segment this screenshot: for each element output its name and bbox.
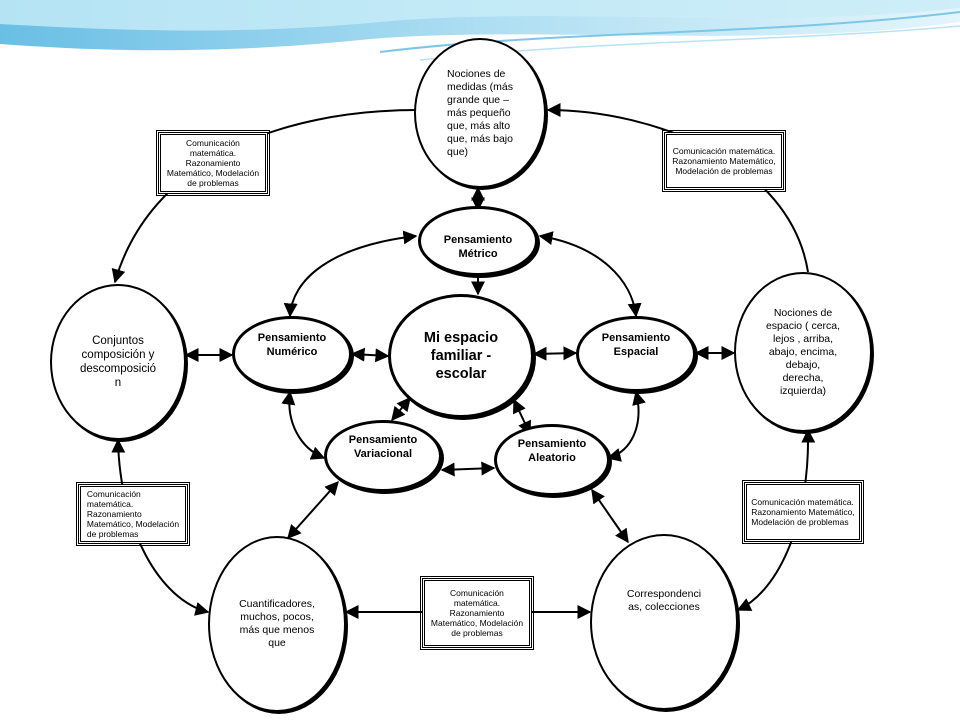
competencies-box-bottom: Comunicación matemática. Razonamiento Ma… <box>420 576 534 650</box>
curve-metrico-espacial <box>538 231 642 318</box>
node-conjuntos-label: Conjuntos composición y descomposició n <box>79 335 157 389</box>
arc-conjuntos-cuantificadores <box>111 438 210 616</box>
competencies-box-top-right: Comunicación matemática. Razonamiento Ma… <box>662 130 786 192</box>
node-pensamiento-aleatorio: Pensamiento Aleatorio <box>494 424 610 496</box>
node-pensamiento-metrico: Pensamiento Métrico <box>418 206 538 276</box>
node-mi-espacio: Mi espacio familiar - escolar <box>388 294 534 418</box>
sky-header-decoration <box>0 0 960 61</box>
node-cuantificadores: Cuantificadores, muchos, pocos, más que … <box>208 536 346 712</box>
competencies-box-right: Comunicación matemática. Razonamiento Ma… <box>742 480 864 544</box>
node-correspondencias-label: Correspondenci as, colecciones <box>626 588 702 613</box>
link-center-variacional <box>391 396 411 422</box>
node-pensamiento-numerico: Pensamiento Numérico <box>232 316 352 392</box>
node-conjuntos: Conjuntos composición y descomposició n <box>50 284 186 440</box>
link-center-espacial <box>532 346 578 361</box>
competencies-box-top-right-text: Comunicación matemática. Razonamiento Ma… <box>672 146 776 176</box>
node-pensamiento-metrico-label: Pensamiento Métrico <box>443 234 513 260</box>
competencies-box-left: Comunicación matemática. Razonamiento Ma… <box>76 482 190 546</box>
curve-espacial-aleatorio <box>606 390 646 462</box>
competencies-box-left-text: Comunicación matemática. Razonamiento Ma… <box>86 489 180 539</box>
competencies-box-right-text: Comunicación matemática. Razonamiento Ma… <box>751 497 855 527</box>
node-pensamiento-numerico-label: Pensamiento Numérico <box>257 332 327 358</box>
node-nociones-medidas-label: Nociones de medidas (más grande que – má… <box>447 67 513 158</box>
node-pensamiento-espacial-label: Pensamiento Espacial <box>601 332 671 358</box>
competencies-box-top-left-text: Comunicación matemática. Razonamiento Ma… <box>166 138 260 188</box>
node-nociones-espacio: Nociones de espacio ( cerca, lejos , arr… <box>734 272 872 432</box>
curve-metrico-numerico <box>283 230 418 318</box>
node-nociones-espacio-label: Nociones de espacio ( cerca, lejos , arr… <box>765 306 841 397</box>
node-correspondencias: Correspondenci as, colecciones <box>590 534 738 710</box>
node-pensamiento-aleatorio-label: Pensamiento Aleatorio <box>517 438 587 464</box>
link-numerico-center <box>350 347 390 363</box>
node-pensamiento-variacional-label: Pensamiento Variacional <box>348 434 418 460</box>
link-variacional-aleatorio <box>440 461 496 477</box>
competencies-box-bottom-text: Comunicación matemática. Razonamiento Ma… <box>430 588 524 638</box>
link-variacional-cuantificadores <box>287 480 339 540</box>
node-cuantificadores-label: Cuantificadores, muchos, pocos, más que … <box>239 598 315 649</box>
node-mi-espacio-label: Mi espacio familiar - escolar <box>423 330 499 382</box>
competencies-box-top-left: Comunicación matemática. Razonamiento Ma… <box>156 130 270 196</box>
node-pensamiento-variacional: Pensamiento Variacional <box>324 420 442 492</box>
curve-numerico-variacional <box>281 390 326 460</box>
arc-espacio-correspondencias <box>736 428 816 611</box>
link-aleatorio-correspondencias <box>591 488 629 544</box>
node-nociones-medidas: Nociones de medidas (más grande que – má… <box>414 38 546 188</box>
node-pensamiento-espacial: Pensamiento Espacial <box>576 316 696 392</box>
